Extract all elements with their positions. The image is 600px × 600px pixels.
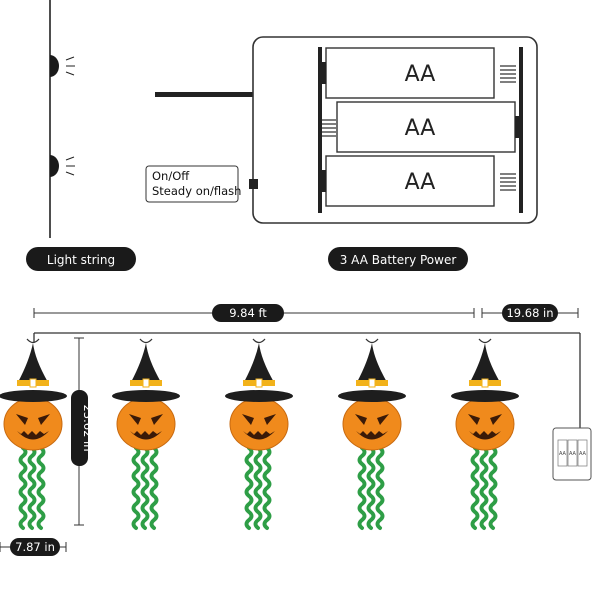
switch-mode-label: Steady on/flash bbox=[152, 184, 241, 198]
switch-callout: On/Off Steady on/flash bbox=[145, 165, 241, 203]
mini-battery-box: AA AA AA bbox=[552, 427, 592, 481]
pumpkin-body bbox=[116, 397, 176, 451]
battery-cell-1: AA bbox=[322, 47, 516, 99]
streamer-group bbox=[470, 446, 498, 530]
battery-power-label: 3 AA Battery Power bbox=[340, 253, 457, 267]
pumpkin-face-icon bbox=[16, 414, 50, 440]
bulb-icon bbox=[50, 55, 75, 77]
witch-hat-icon bbox=[112, 343, 180, 402]
hanger-bow-icon bbox=[26, 338, 40, 344]
battery-label-3: AA bbox=[405, 170, 436, 195]
lead-length-label: 19.68 in bbox=[506, 306, 553, 320]
pumpkin-body bbox=[3, 397, 63, 451]
streamer bbox=[244, 446, 254, 530]
pumpkin-body bbox=[229, 397, 289, 451]
streamer-group bbox=[131, 446, 159, 530]
pumpkin-face-icon bbox=[355, 414, 389, 440]
witch-hat-icon bbox=[0, 343, 67, 402]
streamer-group bbox=[357, 446, 385, 530]
witch-hat-icon bbox=[225, 343, 293, 402]
battery-label-1: AA bbox=[405, 62, 436, 87]
streamer bbox=[140, 446, 150, 530]
streamer bbox=[131, 446, 141, 530]
streamer bbox=[27, 446, 37, 530]
streamer bbox=[36, 446, 46, 530]
witch-hat-icon bbox=[338, 343, 406, 402]
battery-box: AA AA AA bbox=[249, 36, 538, 224]
streamer bbox=[262, 446, 272, 530]
streamer bbox=[18, 446, 28, 530]
mini-battery-label-3: AA bbox=[579, 451, 587, 457]
switch-on-off-label: On/Off bbox=[152, 169, 190, 183]
hanger-bow-icon bbox=[252, 338, 266, 344]
pumpkin-face-icon bbox=[129, 414, 163, 440]
streamer bbox=[357, 446, 367, 530]
hanger-bow-icon bbox=[139, 338, 153, 344]
string-length-dimension: 9.84 ft bbox=[33, 304, 475, 322]
figure-height-dimension: 23.62 in bbox=[71, 337, 95, 526]
streamer bbox=[479, 446, 489, 530]
pumpkin-light bbox=[0, 338, 67, 530]
bulb-icon bbox=[50, 155, 75, 177]
pumpkin-light bbox=[112, 338, 180, 530]
mini-battery-label-1: AA bbox=[559, 451, 567, 457]
battery-power-pill: 3 AA Battery Power bbox=[328, 247, 468, 271]
pumpkin-face-icon bbox=[468, 414, 502, 440]
pumpkin-body bbox=[342, 397, 402, 451]
light-string-closeup bbox=[49, 0, 75, 238]
pumpkin-light bbox=[338, 338, 406, 530]
hanger-bow-icon bbox=[478, 338, 492, 344]
pumpkin-light bbox=[225, 338, 293, 530]
pumpkin-lights bbox=[0, 338, 519, 530]
figure-width-label: 7.87 in bbox=[15, 540, 55, 554]
streamer-group bbox=[18, 446, 46, 530]
streamer bbox=[488, 446, 498, 530]
pumpkin-body bbox=[455, 397, 515, 451]
battery-label-2: AA bbox=[405, 116, 436, 141]
streamer-group bbox=[244, 446, 272, 530]
streamer bbox=[470, 446, 480, 530]
string-wire bbox=[33, 332, 581, 437]
streamer bbox=[366, 446, 376, 530]
battery-cell-3: AA bbox=[322, 155, 516, 207]
switch-button[interactable] bbox=[249, 179, 258, 189]
figure-width-dimension: 7.87 in bbox=[0, 538, 67, 556]
light-string-pill: Light string bbox=[26, 247, 136, 271]
string-length-label: 9.84 ft bbox=[229, 306, 267, 320]
witch-hat-icon bbox=[451, 343, 519, 402]
lead-length-dimension: 19.68 in bbox=[481, 304, 579, 322]
figure-height-label: 23.62 in bbox=[81, 404, 95, 451]
battery-lead-wire bbox=[155, 92, 255, 97]
battery-cell-2: AA bbox=[322, 101, 519, 153]
pumpkin-light bbox=[451, 338, 519, 530]
streamer bbox=[375, 446, 385, 530]
light-string-label: Light string bbox=[47, 253, 115, 267]
pumpkin-face-icon bbox=[242, 414, 276, 440]
streamer bbox=[253, 446, 263, 530]
streamer bbox=[149, 446, 159, 530]
hanger-bow-icon bbox=[365, 338, 379, 344]
mini-battery-label-2: AA bbox=[569, 451, 577, 457]
